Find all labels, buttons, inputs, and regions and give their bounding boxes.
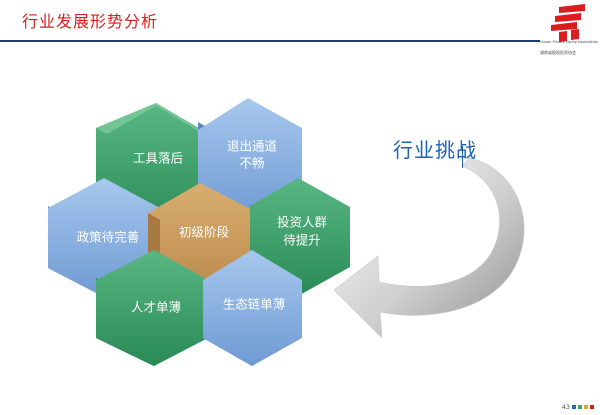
footer-square-icon xyxy=(590,405,594,409)
challenge-label: 行业挑战 xyxy=(393,138,477,162)
hex-label-center: 初级阶段 xyxy=(179,225,229,240)
footer: 43 xyxy=(562,403,594,411)
curved-arrow-icon xyxy=(333,157,525,339)
hex-label-policy: 政策待完善 xyxy=(77,230,140,245)
hex-talent xyxy=(96,250,208,366)
hex-label-exit-2: 不畅 xyxy=(239,156,264,171)
title-divider xyxy=(0,40,540,42)
hex-label-exit-1: 退出通道 xyxy=(227,139,278,154)
logo-chinese-name: 湖南省股权投资协会 xyxy=(540,50,576,55)
hex-label-ecosystem: 生态链单薄 xyxy=(223,297,286,312)
hex-label-talent: 人才单薄 xyxy=(131,300,181,315)
association-logo xyxy=(551,4,585,42)
hex-label-investor-1: 投资人群 xyxy=(277,215,328,230)
hex-label-investor-2: 待提升 xyxy=(283,233,321,248)
logo-english-name: Hunan Private Equity Association xyxy=(540,40,598,44)
page-number: 43 xyxy=(561,403,570,411)
page-title: 行业发展形势分析 xyxy=(22,12,159,31)
hex-label-tools: 工具落后 xyxy=(133,151,183,166)
footer-square-icon xyxy=(572,405,576,409)
footer-square-icon xyxy=(578,405,582,409)
hex-ecosystem xyxy=(203,250,302,366)
text-cursor xyxy=(462,146,463,168)
footer-square-icon xyxy=(584,405,588,409)
